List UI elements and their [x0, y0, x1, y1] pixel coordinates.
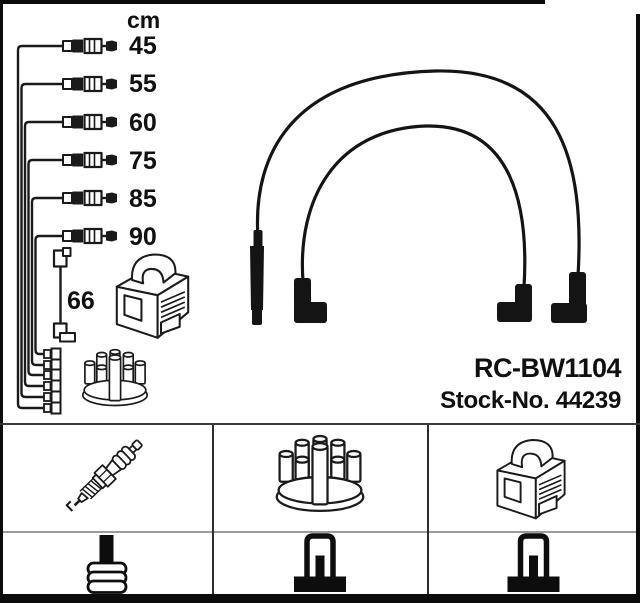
top-border — [0, 0, 545, 4]
plug-terminal-icon — [86, 535, 128, 594]
distributor-cap-illustration — [81, 348, 149, 407]
cable-length-label: 90 — [129, 223, 157, 251]
arched-cable-outer — [250, 69, 587, 325]
legend-column-divider — [212, 425, 214, 594]
coil-lead-66 — [52, 247, 76, 343]
arched-cable-inner — [294, 124, 532, 323]
right-border — [636, 14, 640, 603]
part-code: RC-BW1104 — [473, 353, 622, 383]
distributor-side-terminals — [43, 347, 62, 415]
cable-length-label: 75 — [129, 147, 157, 175]
angled-plug-boot — [497, 284, 532, 322]
ignition-coil-icon — [496, 439, 566, 520]
cable-length-label: 45 — [129, 32, 157, 60]
left-border — [0, 0, 3, 603]
tower-socket-icon — [294, 536, 346, 592]
legend-top-divider — [0, 423, 640, 425]
tower-socket-icon — [508, 536, 560, 592]
straight-plug-boot — [250, 230, 264, 325]
ignition-coil-illustration — [115, 253, 190, 339]
legend-panels — [62, 434, 566, 603]
legend-row-divider — [3, 531, 636, 533]
spark-plug-icon — [62, 434, 148, 518]
stock-number: Stock-No. 44239 — [440, 387, 621, 414]
cable-length-label: 85 — [129, 185, 157, 213]
cable-length-label: 60 — [129, 109, 157, 137]
cable-row-connectors — [61, 37, 119, 245]
angled-plug-boot — [294, 278, 327, 323]
legend-column-divider — [427, 425, 429, 594]
wire-harness-bundle — [16, 44, 63, 410]
angled-plug-boot — [551, 272, 587, 323]
length-unit-header: cm — [127, 7, 161, 33]
coil-cable-length-label: 66 — [67, 287, 95, 315]
bottom-border — [0, 594, 640, 603]
cable-length-label: 55 — [129, 70, 157, 98]
distributor-cap-icon — [275, 434, 365, 513]
main-diagram — [16, 37, 587, 415]
